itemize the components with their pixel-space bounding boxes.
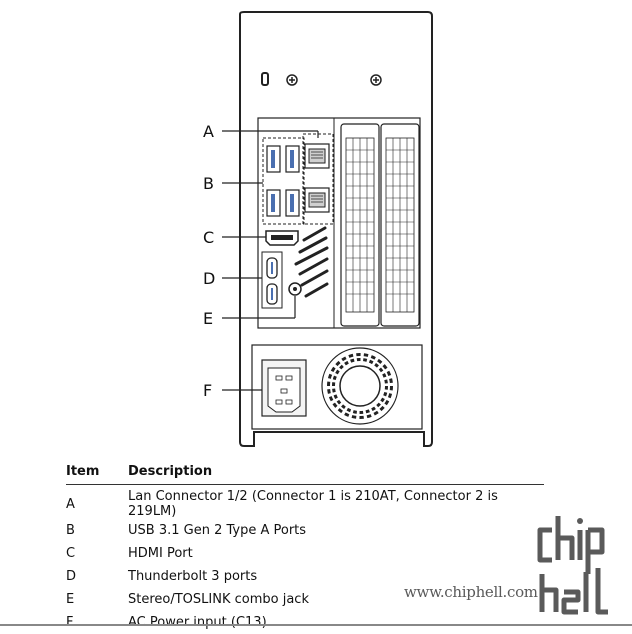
description-cell: USB 3.1 Gen 2 Type A Ports (128, 523, 307, 538)
item-cell: A (66, 496, 75, 512)
usb-port-icon (285, 145, 300, 173)
table-row: F AC Power input (C13) (66, 611, 544, 634)
ethernet-port-icon (304, 143, 330, 169)
screw-icon (286, 74, 298, 86)
item-cell: C (66, 546, 76, 561)
thunderbolt-port-icon (266, 257, 278, 279)
thunderbolt-port-icon (266, 283, 278, 305)
description-cell: AC Power input (C13) (128, 615, 267, 630)
expansion-bracket (380, 123, 420, 327)
security-slot-icon (261, 72, 269, 86)
description-cell: Thunderbolt 3 ports (128, 569, 258, 584)
item-description-table: Item Description A Lan Connector 1/2 (Co… (66, 458, 544, 634)
watermark-url: www.chiphell.com (404, 583, 538, 601)
usb-port-icon (266, 189, 281, 217)
callout-label-f: F (203, 381, 212, 400)
thunderbolt-group-outline (261, 251, 283, 309)
item-cell: E (66, 592, 75, 607)
vent-slots (294, 226, 329, 298)
rear-panel-diagram: A B C D E F (203, 11, 433, 447)
ethernet-port-icon (304, 187, 330, 213)
callout-label-d: D (203, 269, 215, 288)
hdmi-port-icon (265, 230, 299, 246)
screw-icon (370, 74, 382, 86)
item-cell: F (66, 615, 74, 630)
item-cell: D (66, 569, 77, 584)
audio-jack-icon (288, 282, 302, 296)
table-header-row: Item Description (66, 458, 544, 485)
usb-port-icon (266, 145, 281, 173)
chiphell-logo (537, 516, 608, 615)
item-column-header: Item (66, 458, 128, 485)
usb-port-icon (285, 189, 300, 217)
callout-lines (222, 130, 319, 391)
table-row: E Stereo/TOSLINK combo jack (66, 588, 544, 611)
callout-label-c: C (203, 228, 214, 247)
expansion-bracket (340, 123, 380, 327)
description-cell: Lan Connector 1/2 (Connector 1 is 210AT,… (128, 489, 498, 519)
table-row: D Thunderbolt 3 ports (66, 565, 544, 588)
usb-group-outline (262, 137, 305, 225)
ac-power-inlet-icon (261, 359, 307, 417)
table-row: C HDMI Port (66, 542, 544, 565)
table-row: B USB 3.1 Gen 2 Type A Ports (66, 519, 544, 542)
description-column-header: Description (128, 458, 544, 485)
bottom-divider (0, 624, 632, 626)
description-cell: Stereo/TOSLINK combo jack (128, 592, 309, 607)
callout-label-e: E (203, 309, 213, 328)
item-cell: B (66, 523, 75, 538)
callout-label-a: A (203, 122, 214, 141)
fan-grille-icon (321, 347, 399, 425)
description-cell: HDMI Port (128, 546, 193, 561)
table-row: A Lan Connector 1/2 (Connector 1 is 210A… (66, 485, 544, 519)
callout-label-b: B (203, 174, 214, 193)
